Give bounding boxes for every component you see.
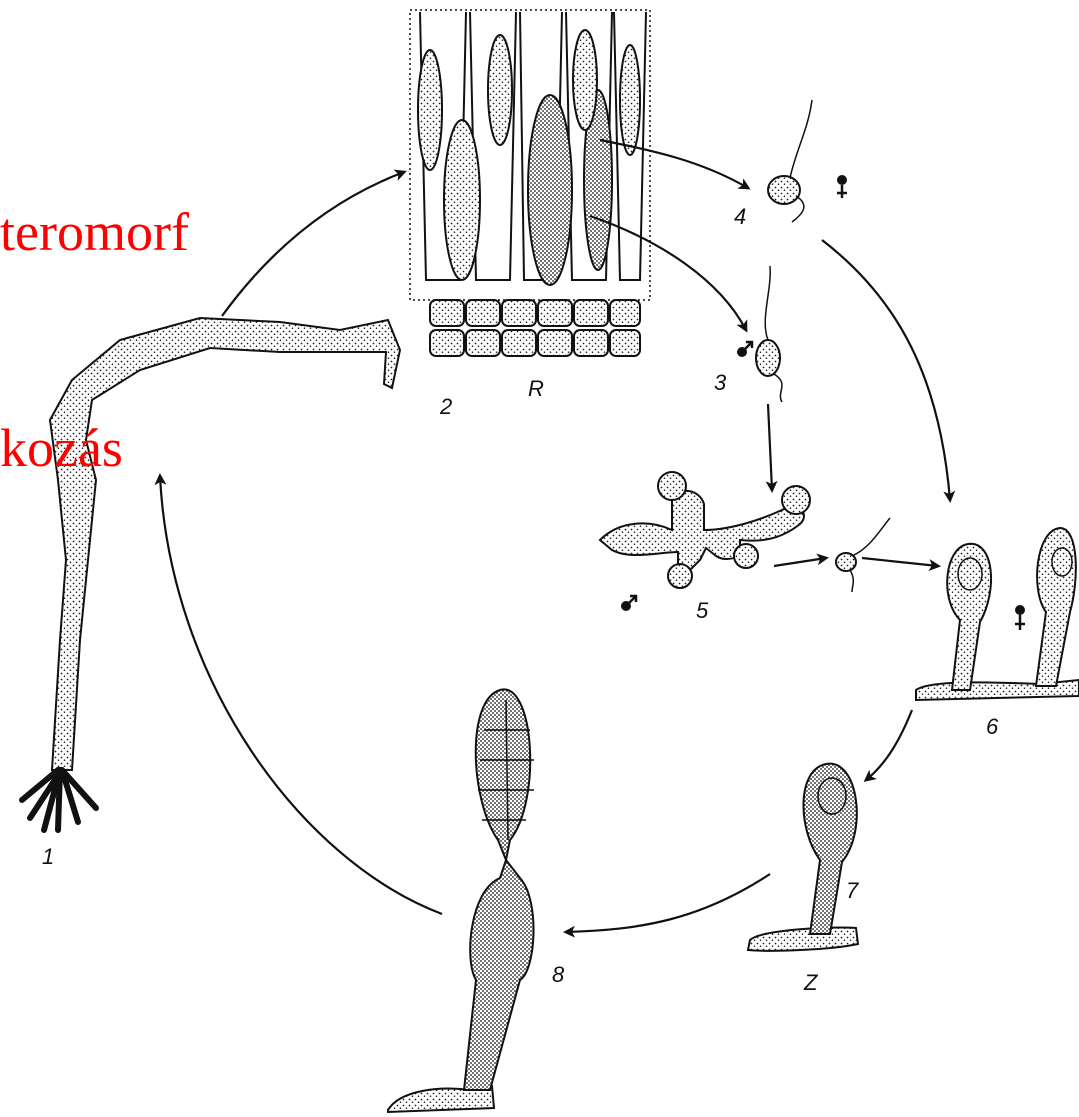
female-symbol-4 (837, 175, 847, 198)
label-stage-8: 8 (552, 964, 564, 986)
label-stage-3: 3 (714, 372, 726, 394)
stage-2-gametangia-section (410, 10, 650, 356)
stage-3-male-gamete (737, 266, 782, 402)
arrow-gamete-to-6 (862, 558, 938, 566)
stage-6-female-gametophytes (916, 528, 1079, 700)
label-stage-7: 7 (846, 880, 858, 902)
label-stage-1: 1 (42, 846, 54, 868)
stage-7-zygote (748, 764, 858, 951)
arrow-8-to-1 (160, 476, 442, 914)
label-r: R (528, 378, 544, 400)
arrow-7-to-8 (566, 874, 770, 932)
label-stage-2: 2 (440, 396, 452, 418)
arrow-6-to-7 (866, 710, 912, 780)
label-stage-6: 6 (986, 716, 998, 738)
female-symbol-6 (1015, 605, 1025, 630)
diagram-title: teromorf kozás (0, 52, 189, 628)
title-line-1: teromorf (0, 196, 189, 268)
holdfast-rhizoids (22, 770, 96, 830)
arrow-5-to-gamete (774, 558, 826, 566)
label-stage-4: 4 (734, 206, 746, 228)
male-symbol-5 (621, 596, 636, 611)
male-symbol-3 (737, 342, 752, 357)
stage-5-male-gametophyte (600, 472, 890, 611)
label-stage-5: 5 (696, 600, 708, 622)
arrow-1-to-2 (222, 172, 404, 316)
label-z: Z (804, 972, 817, 994)
arrow-3-to-5 (768, 404, 772, 490)
stage-4-female-gamete (768, 100, 847, 222)
arrow-4-to-6 (822, 240, 950, 500)
title-line-2: kozás (0, 412, 189, 484)
